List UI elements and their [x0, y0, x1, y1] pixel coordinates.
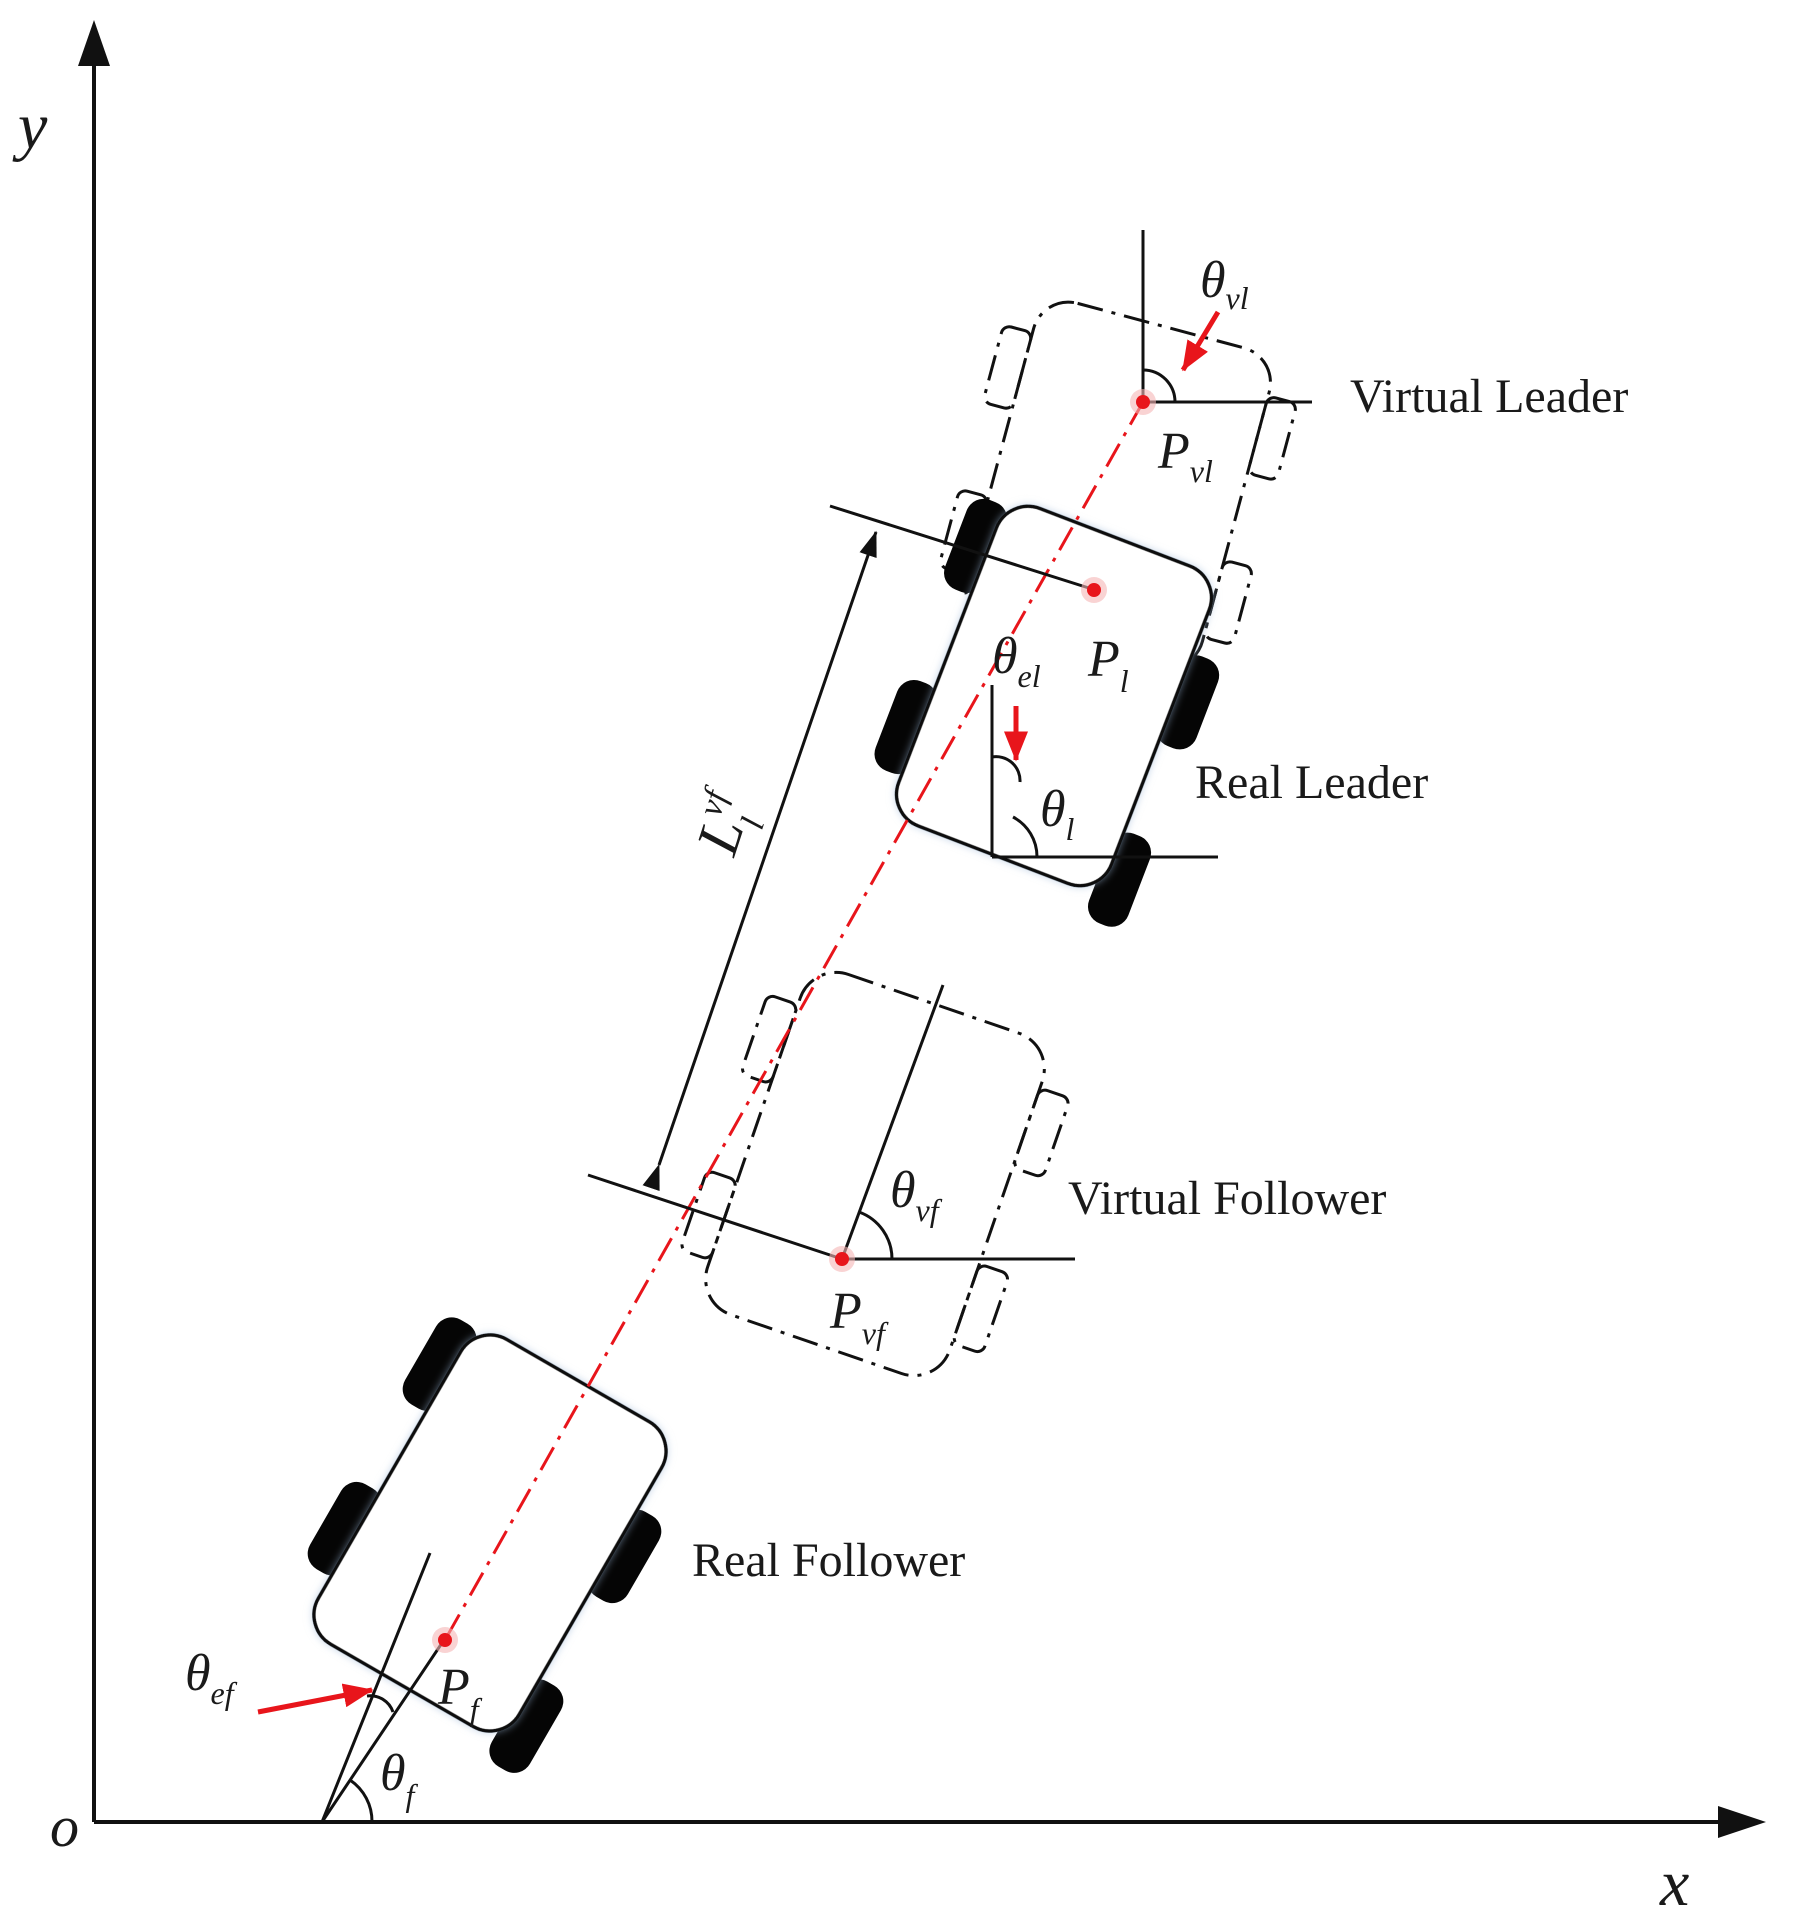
real-follower-wheel — [402, 1317, 477, 1412]
virtual-leader-wheel — [1203, 560, 1253, 645]
vehicle-labels: Virtual Leader Real Leader Virtual Follo… — [692, 370, 1628, 1587]
real-leader-wheel — [944, 498, 1008, 594]
theta-vl-label: θvl — [1200, 252, 1249, 316]
real-leader-vehicle — [874, 498, 1220, 927]
vl-angle-arc — [1142, 368, 1177, 403]
point-pvf — [835, 1252, 849, 1266]
theta-f-label: θf — [380, 1745, 419, 1813]
theta-vl-arrow — [1180, 310, 1221, 372]
real-follower-vehicle — [307, 1317, 668, 1773]
vf-angle-arc — [858, 1210, 894, 1260]
p-vf-label: Pvf — [829, 1283, 889, 1351]
p-l-label: Pl — [1087, 631, 1129, 699]
real-follower-wheel — [489, 1679, 564, 1773]
svg-text:Lvfl: Lvfl — [681, 782, 778, 867]
el-angle-arc — [991, 755, 1022, 783]
theta-ef-arrow — [257, 1683, 374, 1715]
real-follower-wheel — [307, 1481, 382, 1576]
theta-l-label: θl — [1040, 781, 1075, 847]
reference-lines — [320, 230, 1312, 1823]
theta-vf-label: θvf — [890, 1162, 943, 1228]
point-pf — [438, 1633, 452, 1647]
virtual-leader-label: Virtual Leader — [1350, 370, 1628, 423]
distance-l-label: Lvfl — [681, 782, 778, 867]
real-leader-wheel — [874, 679, 938, 775]
theta-ef-label: θef — [185, 1645, 238, 1711]
f-angle-arc — [349, 1778, 374, 1823]
real-follower-label: Real Follower — [692, 1534, 965, 1587]
math-labels: θvl Pvl θel Pl θl Lvfl θvf Pvf θef Pf θf — [185, 252, 1249, 1813]
p-f-label: Pf — [437, 1659, 483, 1727]
points — [432, 389, 1156, 1653]
leader-dimension-baseline — [829, 504, 1093, 591]
x-axis-arrowhead — [1718, 1806, 1766, 1838]
y-axis-arrowhead — [78, 20, 110, 66]
l-angle-arc — [1012, 815, 1039, 858]
theta-el-label: θel — [992, 628, 1041, 694]
origin-label: o — [50, 1794, 79, 1859]
y-axis-label: y — [12, 90, 48, 163]
f-body-heading-ref — [320, 1552, 432, 1823]
f-connect-ref — [320, 1639, 446, 1823]
virtual-follower-wheel — [740, 994, 798, 1084]
virtual-leader-wheel — [1247, 396, 1297, 481]
formation-centerline — [443, 401, 1145, 1641]
real-leader-label: Real Leader — [1195, 756, 1428, 809]
real-leader-wheel — [1156, 655, 1220, 750]
point-pl — [1087, 583, 1101, 597]
point-pvl — [1136, 395, 1150, 409]
follower-dimension-baseline — [587, 1173, 843, 1261]
coordinate-axes: y x o — [12, 20, 1766, 1920]
virtual-follower-wheel — [1013, 1088, 1070, 1178]
virtual-leader-wheel — [983, 325, 1033, 410]
x-axis-label: x — [1659, 1847, 1689, 1920]
distance-dimension-arrow — [642, 530, 878, 1192]
p-vl-label: Pvl — [1157, 423, 1213, 489]
virtual-follower-wheel — [952, 1264, 1010, 1354]
virtual-follower-label: Virtual Follower — [1068, 1172, 1386, 1225]
real-follower-wheel — [587, 1509, 662, 1604]
real-follower-body — [312, 1333, 668, 1733]
